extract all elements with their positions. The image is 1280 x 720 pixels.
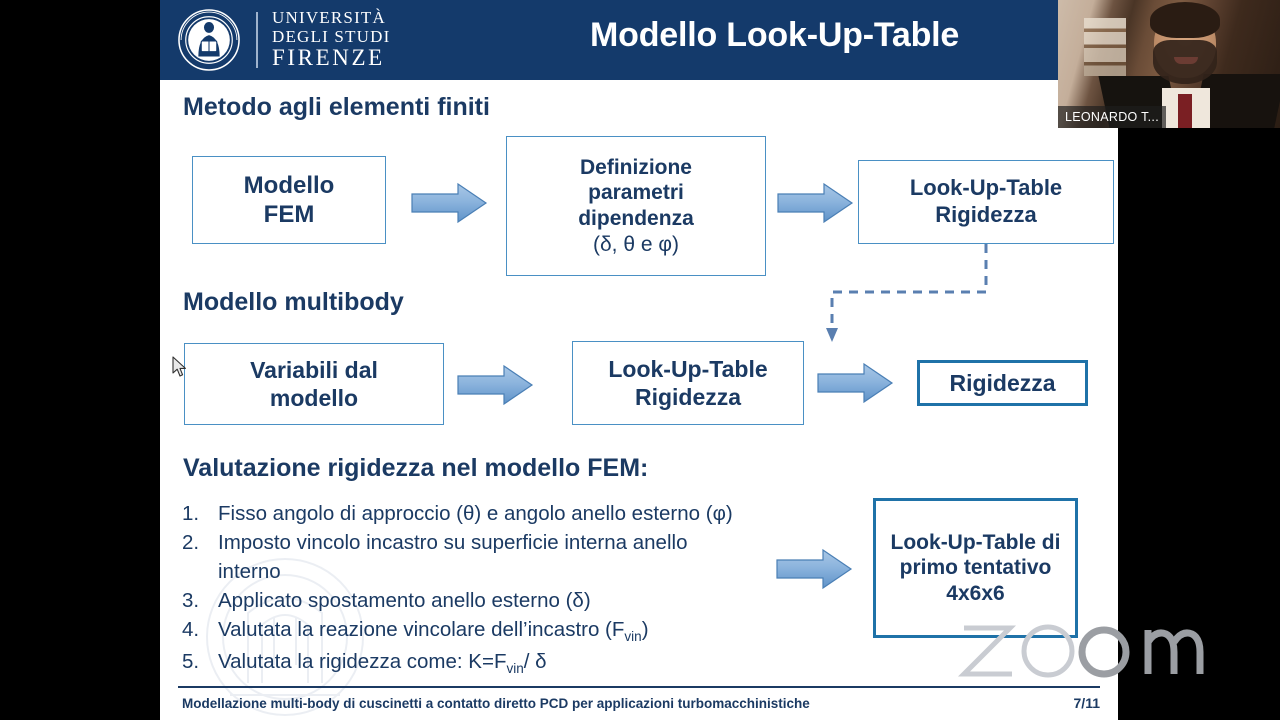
university-logo: UNIVERSITÀ DEGLI STUDI FIRENZE [178,5,391,75]
slide-title: Modello Look-Up-Table [590,16,960,54]
box-modello-fem-line1: Modello [243,171,335,199]
logo-wordmark: UNIVERSITÀ DEGLI STUDI FIRENZE [272,8,391,71]
logo-divider [256,12,258,68]
list-item: 2. Imposto vincolo incastro su superfici… [182,529,742,586]
box-lut2-line1: Look-Up-Table [608,355,768,382]
video-bookshelf [1084,18,1126,76]
box-variabili-dal-modello: Variabili dal modello [184,343,444,425]
box-lut2-line2: Rigidezza [634,384,742,410]
video-participant-name: LEONARDO T... [1058,106,1166,128]
footer-page-number: 7/11 [1073,695,1100,711]
box-look-up-table-rigidezza-2: Look-Up-Table Rigidezza [572,341,804,425]
video-tie [1178,94,1192,128]
heading-metodo-elementi-finiti: Metodo agli elementi finiti [183,93,490,121]
box-rigidezza-label: Rigidezza [949,369,1056,396]
list-item-index: 2. [182,531,200,555]
arrow-list-to-lut3-icon [776,548,853,590]
list-item-text: Valutata la rigidezza come: K=Fvin/ δ [218,649,547,676]
box-lut1-line1: Look-Up-Table [909,175,1063,201]
box-definizione-parametri: Definizione parametri dipendenza (δ, θ e… [506,136,766,276]
heading-modello-multibody: Modello multibody [183,288,404,316]
box-lut3-line2: primo tentativo [899,556,1052,580]
logo-line-3: FIRENZE [272,44,385,70]
arrow-variabili-to-lut2-icon [457,364,534,406]
presentation-slide: UNIVERSITÀ DEGLI STUDI FIRENZE Modello L… [160,0,1118,720]
university-crest-icon [178,9,240,71]
list-item: 3. Applicato spostamento anello esterno … [182,587,742,615]
logo-line-2: DEGLI STUDI [272,26,391,46]
heading-valutazione-rigidezza: Valutazione rigidezza nel modello FEM: [183,454,649,482]
box-lut3-line3: 4x6x6 [946,581,1005,605]
dashed-connector-lut1-to-lut2 [826,244,988,342]
arrow-definizione-to-lut1-icon [777,182,854,224]
list-item-index: 1. [182,502,200,525]
box-modello-fem: Modello FEM [192,156,386,244]
arrow-lut2-to-rigidezza-icon [817,362,894,404]
box-definizione-line1: Definizione [579,155,692,179]
box-variabili-line1: Variabili dal [250,356,378,383]
box-look-up-table-rigidezza-1: Look-Up-Table Rigidezza [858,160,1114,244]
box-variabili-line2: modello [269,385,359,411]
list-item-text: Imposto vincolo incastro su superficie i… [218,531,688,583]
slide-header-band: UNIVERSITÀ DEGLI STUDI FIRENZE Modello L… [160,0,1118,80]
list-item-text: Fisso angolo di approccio (θ) e angolo a… [218,502,733,525]
footer-title: Modellazione multi-body di cuscinetti a … [182,696,810,711]
list-item-index: 5. [182,649,200,673]
box-rigidezza: Rigidezza [917,360,1088,406]
box-definizione-line4: (δ, θ e φ) [592,232,679,256]
list-item: 5. Valutata la rigidezza come: K=Fvin/ δ [182,648,742,679]
box-definizione-line2: parametri [588,181,684,205]
list-item-index: 3. [182,588,200,612]
box-modello-fem-line2: FEM [263,201,315,228]
list-item-index: 4. [182,618,200,642]
box-lut3-line1: Look-Up-Table di [890,530,1061,554]
video-mouth [1174,57,1198,64]
box-look-up-table-primo-tentativo: Look-Up-Table di primo tentativo 4x6x6 [873,498,1078,638]
numbered-procedure-list: 1. Fisso angolo di approccio (θ) e angol… [182,500,742,680]
video-hair [1150,2,1220,38]
box-definizione-line3: dipendenza [578,207,694,230]
arrow-fem-to-definizione-icon [411,182,488,224]
video-participant-tile[interactable]: LEONARDO T... [1058,0,1280,128]
box-lut1-line2: Rigidezza [935,202,1037,227]
list-item: 1. Fisso angolo di approccio (θ) e angol… [182,500,742,528]
list-item-text: Valutata la reazione vincolare dell’inca… [218,618,649,645]
logo-line-1: UNIVERSITÀ [272,8,386,28]
list-item: 4. Valutata la reazione vincolare dell’i… [182,616,742,647]
footer-divider [178,686,1100,688]
list-item-text: Applicato spostamento anello esterno (δ) [218,588,591,612]
